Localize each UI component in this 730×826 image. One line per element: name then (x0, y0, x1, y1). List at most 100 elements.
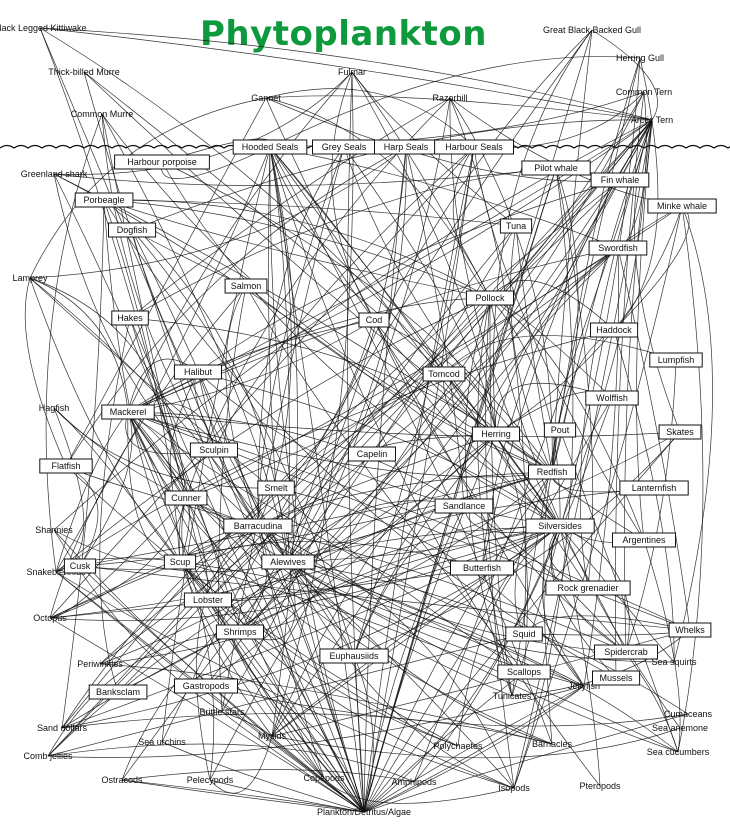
species-node-label: Flatfish (51, 461, 80, 471)
species-label: Ostracods (101, 775, 143, 785)
species-node-label: Herring (481, 429, 511, 439)
species-node: Hooded Seals (232, 139, 308, 155)
feeding-link (117, 297, 491, 693)
species-node-box (111, 310, 149, 326)
species-node: Gastropods (174, 678, 238, 694)
feeding-link (103, 199, 181, 563)
species-node-box (528, 464, 577, 480)
species-node: Barracudina (223, 518, 293, 534)
species-node: Euphausiids (319, 648, 389, 664)
species-node: Argentines (612, 532, 676, 548)
species-node-label: Lanternfish (632, 483, 677, 493)
feeding-link (363, 397, 613, 813)
species-node-box (545, 580, 631, 596)
species-node-box (594, 644, 658, 660)
feeding-link (49, 285, 247, 619)
feeding-link (269, 146, 561, 527)
species-node: Haddock (590, 322, 639, 338)
feeding-link (53, 407, 181, 563)
species-label: Lamprey (12, 273, 48, 283)
diagram-title: Phytoplankton (200, 14, 487, 54)
species-node-box (257, 480, 295, 496)
feeding-link (489, 280, 615, 331)
species-node-label: Harbour Seals (445, 142, 503, 152)
species-node-box (585, 390, 639, 406)
feeding-link (363, 471, 553, 813)
feeding-link (209, 735, 273, 794)
feeding-link (239, 525, 268, 633)
feeding-link (61, 179, 621, 729)
feeding-link (53, 71, 353, 175)
feeding-link (551, 29, 593, 473)
feeding-link (127, 411, 365, 813)
species-node-label: Lumpfish (658, 355, 695, 365)
species-node-box (465, 290, 514, 306)
feeding-link (257, 146, 345, 527)
species-node-box (261, 554, 315, 570)
species-node-box (232, 139, 308, 155)
feeding-link (363, 167, 557, 813)
surface-species-label: Common Murre (71, 109, 134, 119)
species-label: Pteropods (579, 781, 621, 791)
species-node-label: Squid (512, 629, 535, 639)
species-node-label: Tomcod (428, 369, 460, 379)
species-node-label: Dogfish (117, 225, 148, 235)
species-label: Polychaetes (433, 741, 483, 751)
species-node-label: Harp Seals (384, 142, 429, 152)
feeding-link (271, 525, 561, 737)
feeding-link (127, 411, 215, 781)
species-node-label: Haddock (596, 325, 632, 335)
feeding-link (55, 571, 515, 789)
species-node-label: Argentines (622, 535, 666, 545)
species-node-label: Sculpin (199, 445, 229, 455)
feeding-link (61, 373, 445, 729)
feeding-link (83, 71, 553, 473)
feeding-link (510, 225, 553, 473)
feeding-link (53, 407, 85, 573)
species-node-box (619, 480, 689, 496)
species-node-box (224, 278, 268, 294)
feeding-link (127, 411, 465, 507)
feeding-link (353, 433, 497, 657)
feeding-link (161, 161, 553, 473)
feeding-link (271, 247, 619, 737)
species-node: Mackerel (101, 404, 155, 420)
feeding-link (39, 27, 365, 813)
species-node-box (39, 458, 93, 474)
feeding-link (485, 297, 515, 789)
species-node: Pollock (465, 290, 514, 306)
species-label: Isopods (498, 783, 530, 793)
feeding-link (363, 505, 465, 813)
feeding-link (265, 97, 585, 687)
feeding-link (197, 179, 621, 373)
species-node-label: Minke whale (657, 201, 707, 211)
species-node-box (347, 446, 396, 462)
surface-species-label: Common Tern (616, 87, 672, 97)
feeding-link (79, 471, 553, 567)
feeding-link (47, 119, 653, 757)
feeding-link (591, 29, 658, 121)
surface-species-label: Razorbill (432, 93, 467, 103)
feeding-link (489, 297, 513, 697)
feeding-link (24, 277, 67, 467)
species-node-box (101, 404, 155, 420)
species-node-label: Tuna (506, 221, 526, 231)
species-node-box (647, 198, 717, 214)
species-node: Porbeagle (74, 192, 134, 208)
feeding-link (103, 199, 491, 299)
feeding-link (513, 167, 574, 789)
species-label: Sea urchins (138, 737, 186, 747)
species-node-label: Alewives (270, 557, 306, 567)
species-node-box (668, 622, 712, 638)
species-node-label: Skates (666, 427, 694, 437)
feeding-link (127, 411, 553, 478)
feeding-link (269, 146, 589, 589)
feeding-link (47, 631, 241, 757)
feeding-link (129, 317, 365, 813)
feeding-link (363, 167, 557, 813)
species-node-box (434, 498, 494, 514)
species-node-box (88, 684, 148, 700)
feeding-link (53, 407, 259, 527)
species-node-label: Whelks (675, 625, 705, 635)
